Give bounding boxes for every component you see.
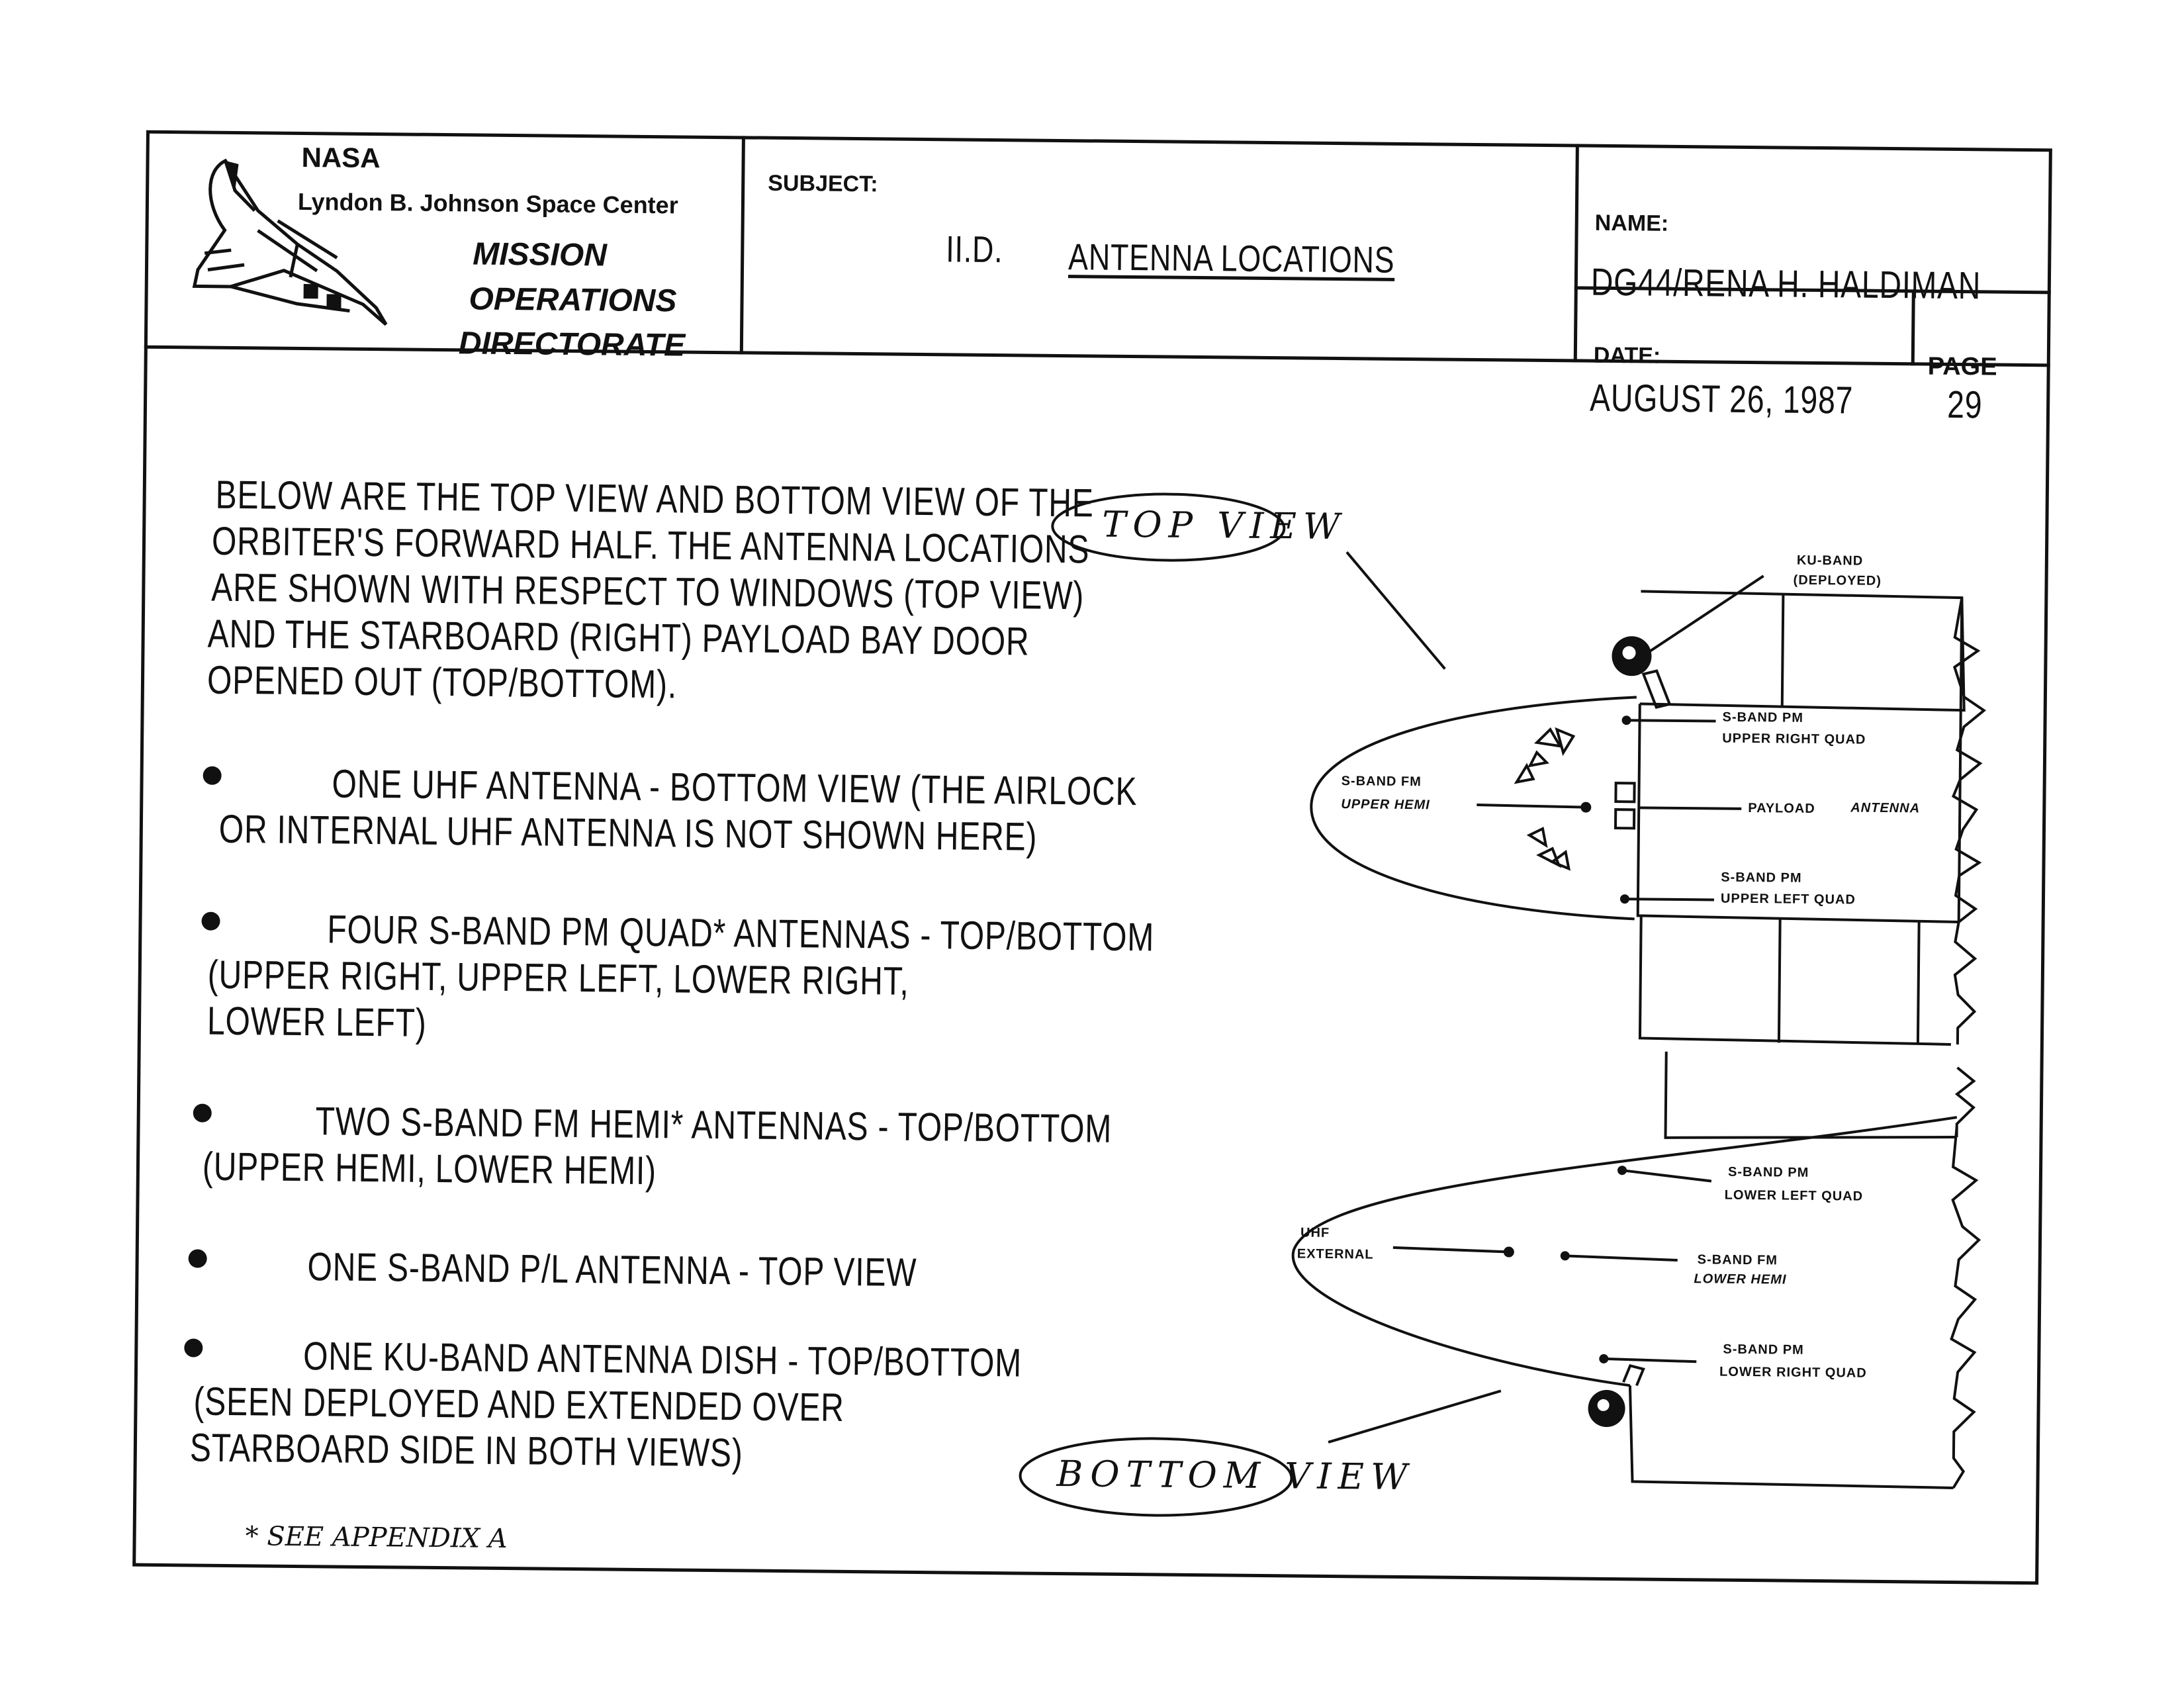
top-view-bubble xyxy=(1051,492,1286,562)
upper-left-label-1: S-BAND PM xyxy=(1721,870,1802,886)
bottom-view-bubble xyxy=(1019,1437,1293,1517)
upper-left-label-2: UPPER LEFT QUAD xyxy=(1720,891,1856,907)
upper-right-label-2: UPPER RIGHT QUAD xyxy=(1722,731,1866,747)
lower-right-label-1: S-BAND PM xyxy=(1723,1342,1804,1358)
top-view-fuselage xyxy=(1310,696,1637,921)
bottom-view-label: BOTTOM VIEW xyxy=(1056,1453,1414,1498)
upper-hemi-label-2: UPPER HEMI xyxy=(1341,797,1430,813)
top-view-pointer xyxy=(1345,551,1446,670)
uhf-label-1: UHF xyxy=(1300,1225,1330,1240)
payload-label: PAYLOAD xyxy=(1748,800,1815,816)
top-view-label: TOP VIEW xyxy=(1102,503,1347,548)
lower-left-label-1: S-BAND PM xyxy=(1727,1164,1809,1180)
lower-left-label-2: LOWER LEFT QUAD xyxy=(1724,1187,1864,1204)
lower-hemi-label-2: LOWER HEMI xyxy=(1694,1271,1787,1287)
ku-band-label-2: (DEPLOYED) xyxy=(1793,573,1882,588)
upper-hemi-label-1: S-BAND FM xyxy=(1341,774,1422,790)
lower-right-label-2: LOWER RIGHT QUAD xyxy=(1719,1364,1867,1381)
ku-band-label-1: KU-BAND xyxy=(1796,553,1864,569)
antenna-label: ANTENNA xyxy=(1850,800,1921,816)
bottom-view-fuselage xyxy=(1291,1116,1958,1387)
bottom-view-pointer xyxy=(1328,1389,1502,1444)
upper-right-label-1: S-BAND PM xyxy=(1722,710,1804,725)
lower-hemi-label-1: S-BAND FM xyxy=(1697,1252,1778,1268)
uhf-label-2: EXTERNAL xyxy=(1297,1246,1374,1262)
